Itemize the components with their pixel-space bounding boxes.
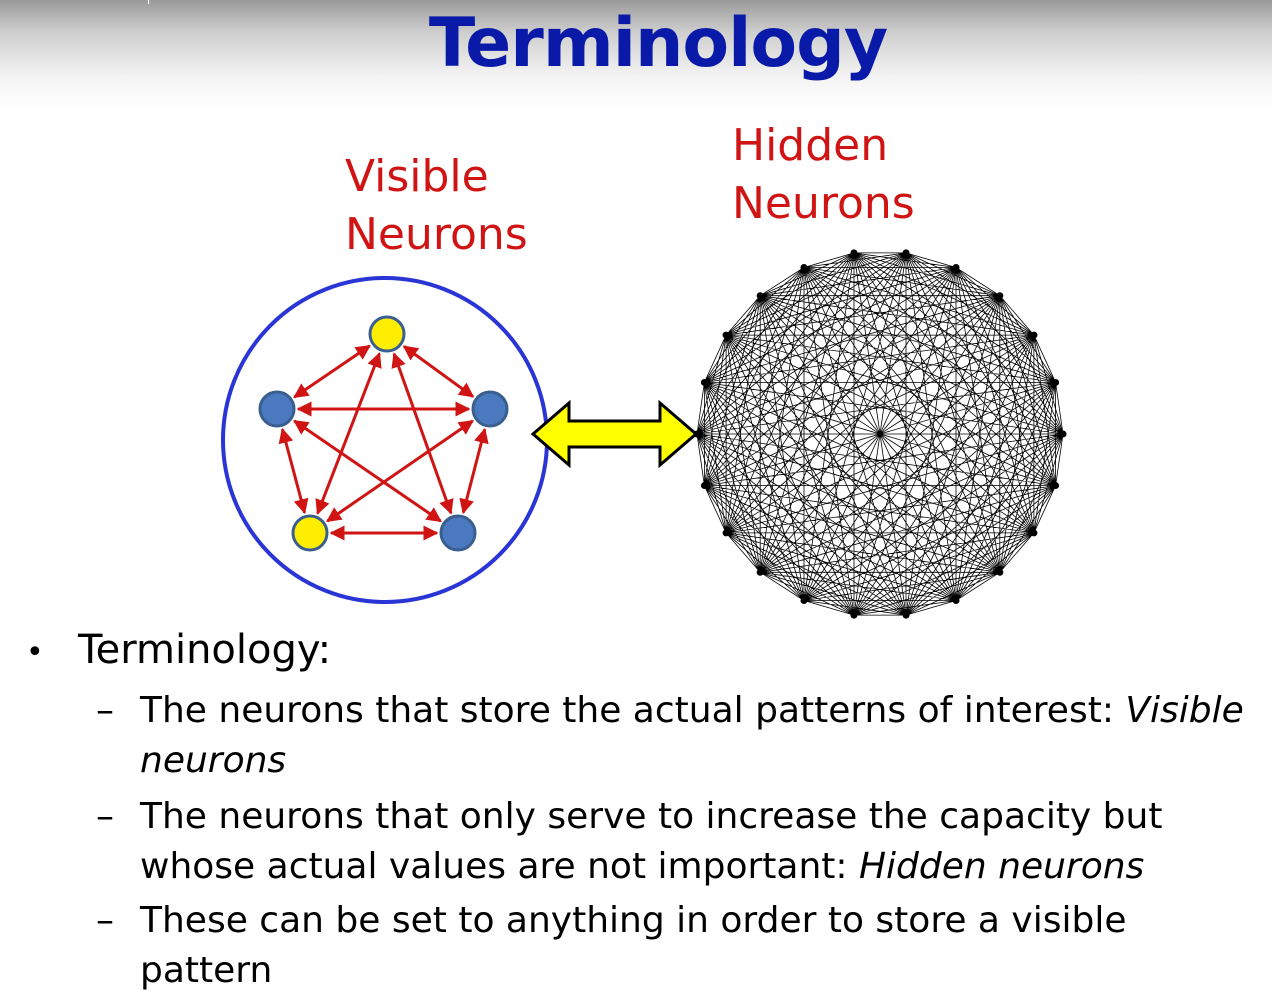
sub-bullet-text: These can be set to anything in order to…	[140, 900, 1127, 991]
hidden-neuron	[1052, 378, 1060, 386]
hidden-neuron	[700, 482, 708, 490]
hidden-neuron	[1030, 529, 1038, 537]
hidden-neuron	[800, 596, 808, 604]
hidden-neuron	[756, 292, 764, 300]
bullet-main-text: Terminology:	[78, 627, 332, 673]
dash-marker: –	[96, 690, 114, 731]
hidden-neuron	[902, 611, 910, 619]
visible-neuron-bottom-left	[291, 514, 329, 552]
hidden-neuron	[850, 249, 858, 257]
double-arrow	[530, 399, 699, 469]
hidden-neuron	[996, 568, 1004, 576]
connection-arrow	[293, 344, 371, 399]
sub-bullet-text: The neurons that only serve to increase …	[140, 796, 1163, 887]
visible-neuron-bottom-right	[439, 514, 477, 552]
hidden-label-line2: Neurons	[732, 178, 915, 229]
title-band	[0, 0, 1272, 110]
sub-bullet-visible: – The neurons that store the actual patt…	[96, 686, 1265, 786]
hidden-neurons	[693, 249, 1067, 619]
hidden-neuron	[996, 292, 1004, 300]
connection-arrow	[278, 427, 309, 515]
visible-label-line1: Visible	[345, 151, 489, 202]
hidden-neuron	[722, 331, 730, 339]
connection-arrow	[293, 419, 442, 523]
visible-neuron-left	[258, 390, 296, 428]
sub-bullet-emphasis: Visible neurons	[140, 690, 1244, 781]
visible-neuron-right	[471, 390, 509, 428]
hidden-neuron	[693, 430, 701, 438]
hidden-neurons-label: Hidden Neurons	[732, 117, 915, 233]
sub-bullet-emphasis: Hidden neurons	[858, 846, 1145, 887]
visible-connections	[278, 344, 489, 541]
hidden-neuron	[756, 568, 764, 576]
bullet-marker: •	[26, 635, 44, 670]
hidden-edge-mesh	[696, 252, 1064, 616]
dash-marker: –	[96, 900, 114, 941]
hidden-neuron	[1030, 331, 1038, 339]
visible-neuron-top	[368, 315, 406, 353]
hidden-neuron	[700, 378, 708, 386]
sub-bullet-set: – These can be set to anything in order …	[96, 896, 1265, 996]
visible-neurons	[258, 315, 509, 552]
sub-bullet-text: The neurons that store the actual patter…	[140, 690, 1126, 731]
dash-marker: –	[96, 796, 114, 837]
visible-neurons-label: Visible Neurons	[345, 148, 528, 264]
neuron-diagram	[221, 249, 1067, 619]
slide-title: Terminology	[428, 4, 888, 83]
hidden-neuron	[902, 249, 910, 257]
hidden-neuron	[800, 264, 808, 272]
hidden-neuron	[952, 264, 960, 272]
hidden-neuron	[850, 611, 858, 619]
hidden-neuron	[952, 596, 960, 604]
hidden-neuron	[722, 529, 730, 537]
hidden-connections	[696, 252, 1064, 616]
hidden-neuron	[1059, 430, 1067, 438]
visible-label-line2: Neurons	[345, 209, 528, 260]
hidden-label-line1: Hidden	[732, 120, 889, 171]
hidden-neuron	[1052, 482, 1060, 490]
sub-bullet-hidden: – The neurons that only serve to increas…	[96, 792, 1265, 892]
top-tick-mark	[148, 0, 149, 4]
